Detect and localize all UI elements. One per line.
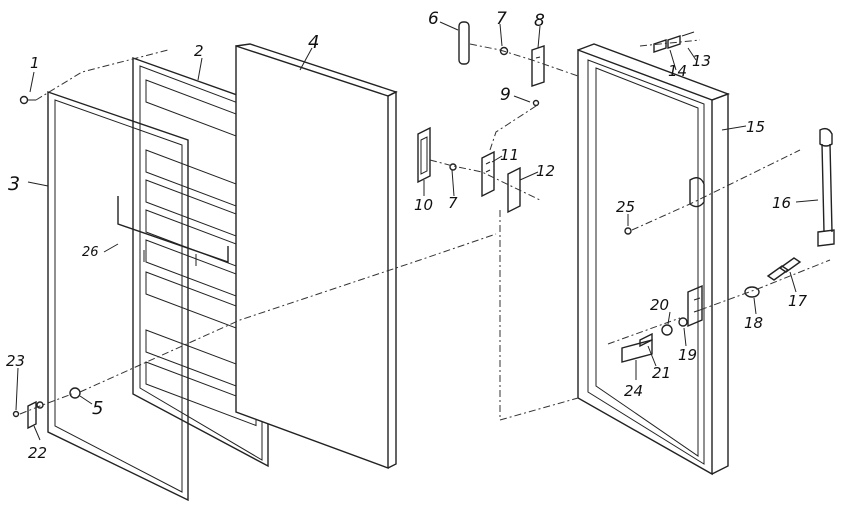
part-washer-7a (499, 46, 509, 56)
part-hinge-22 (27, 400, 44, 430)
part-handle-screws-17 (766, 257, 802, 281)
label-25: 25 (616, 198, 635, 216)
label-3: 3 (8, 173, 20, 195)
label-20: 20 (650, 296, 669, 314)
part-hinge-plate-10 (417, 126, 431, 184)
label-9: 9 (500, 85, 511, 105)
label-26: 26 (82, 245, 99, 260)
part-clips-13-14 (653, 31, 695, 53)
door-panel (235, 43, 398, 470)
part-washer-7b (449, 163, 457, 171)
part-screw-23 (12, 410, 20, 418)
label-23: 23 (6, 352, 25, 370)
part-hinge-11 (481, 150, 495, 198)
label-5: 5 (92, 398, 103, 419)
label-6: 6 (428, 9, 439, 29)
label-11: 11 (500, 146, 519, 164)
label-12: 12 (536, 162, 555, 180)
label-7-mid: 7 (448, 194, 458, 212)
part-plug-5 (69, 387, 81, 399)
label-1: 1 (30, 54, 40, 72)
label-13: 13 (692, 52, 711, 70)
part-shelf-bar-26 (117, 196, 229, 266)
liner-shelf-rail (145, 361, 257, 427)
label-14: 14 (668, 62, 687, 80)
part-hinge-pin-19-20 (661, 317, 688, 336)
label-17: 17 (788, 292, 808, 310)
label-22: 22 (28, 444, 47, 462)
label-24: 24 (624, 382, 643, 400)
part-bracket-8 (531, 45, 545, 87)
label-18: 18 (744, 314, 763, 332)
label-21: 21 (652, 364, 671, 382)
part-screw-1 (19, 95, 36, 105)
part-bushing-18 (744, 286, 760, 298)
label-8: 8 (534, 11, 545, 31)
label-15: 15 (746, 118, 765, 136)
label-4: 4 (308, 32, 319, 53)
label-2: 2 (194, 42, 204, 60)
part-bracket-24 (621, 339, 653, 363)
assembly-lines (19, 39, 831, 421)
label-7-top: 7 (496, 9, 507, 29)
outer-door (577, 43, 730, 476)
part-cover-12 (507, 166, 521, 214)
label-10: 10 (414, 196, 433, 214)
label-19: 19 (678, 346, 697, 364)
part-screw-9 (532, 99, 540, 107)
part-door-handle-16 (817, 127, 835, 247)
part-screw-25 (624, 227, 632, 235)
label-16: 16 (772, 194, 791, 212)
leader-lines (15, 21, 819, 441)
door-gasket-frame (47, 91, 189, 502)
part-labels: 1 2 3 4 5 6 7 8 9 10 7 11 12 13 14 15 16… (6, 9, 808, 462)
part-pin-6 (458, 21, 470, 65)
